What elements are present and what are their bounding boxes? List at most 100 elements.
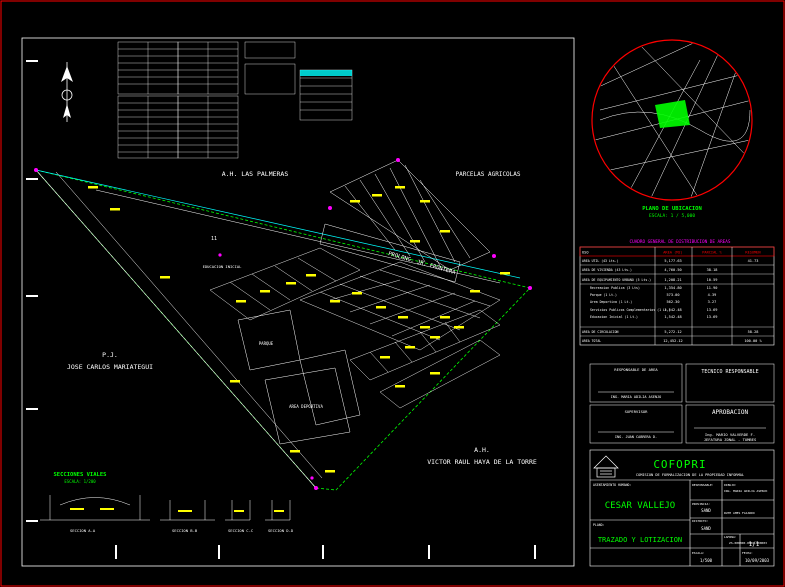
code-value: ZS-000000-0001-000003 <box>729 541 767 545</box>
neighbor-south-1: A.H. <box>474 446 490 454</box>
section-label-d: SECCION D-D <box>268 528 294 533</box>
neighbor-north: A.H. LAS PALMERAS <box>222 170 289 178</box>
sig-box4-name2: JEFATURA ZONAL - TUMBES <box>704 437 757 442</box>
areas-table-cell: AREA UTIL (43 Lts.) <box>582 259 619 263</box>
sig-box1-title: RESPONSABLE DE AREA <box>614 367 658 372</box>
street-axis-west <box>35 169 317 489</box>
areas-table-cell: AREA TOTAL <box>582 339 601 343</box>
location-map <box>591 39 753 201</box>
neighbor-northeast: PARCELAS AGRICOLAS <box>455 171 520 178</box>
areas-table-cell: AREA DE CIRCULACION <box>582 330 619 334</box>
lot-dimension-labels <box>88 186 510 473</box>
areas-table-cell: Parque (1 Lt.) <box>590 293 617 297</box>
education-label: EDUCACION INICIAL <box>203 264 243 269</box>
areas-table-cell: 562.30 <box>667 300 680 304</box>
site-plan: A.H. LAS PALMERAS PARCELAS AGRICOLAS P.J… <box>34 158 537 533</box>
sig-box4-title: APROBACION <box>712 409 749 416</box>
location-site-marker <box>655 100 690 128</box>
date-value: 10/09/2003 <box>745 558 770 563</box>
district-value: SAND <box>701 526 711 531</box>
sig-box1-name: ING. MARIA ADILIA ASENJO <box>611 395 662 399</box>
park-label: PARQUE <box>259 341 274 346</box>
settlement-name: CESAR VALLEJO <box>605 501 675 511</box>
sig-box3-title: SUPERVISOR <box>625 409 649 414</box>
areas-table-header: AREA (M2) <box>663 251 682 255</box>
areas-table-cell: 573.00 <box>667 293 680 297</box>
lots-north-band <box>329 159 491 271</box>
areas-table-cell: 10.59 <box>707 278 718 282</box>
street-prolong-frontera <box>319 223 461 283</box>
sig-box2-title: TECNICO RESPONSABLE <box>701 369 758 375</box>
areas-table-cell: 38.18 <box>707 268 718 272</box>
areas-table-header: USO <box>582 251 589 255</box>
neighbor-west-1: P.J. <box>102 351 118 359</box>
responsible-name: ING. MARIA ADILIA ASENJO <box>724 489 768 493</box>
reviewed-name: RUTH AMES FAJARDO <box>724 511 755 515</box>
areas-table-cell: 1,354.80 <box>664 286 681 290</box>
section-label-b: SECCION B-B <box>172 528 198 533</box>
scale-value: 1/500 <box>700 558 713 563</box>
sections-scale: ESCALA: 1/200 <box>64 479 96 484</box>
areas-table-cell: Recreacion Publica (3 Lts) <box>590 286 640 290</box>
areas-table-cell: 11.90 <box>707 286 718 290</box>
road-section-dims <box>70 508 284 512</box>
responsible-label: RESPONSABLE: <box>692 483 714 487</box>
section-label-c: SECCION C-C <box>228 528 253 533</box>
areas-table-cell: 58.28 <box>748 330 759 334</box>
sheet-label: LAMINA: <box>724 535 737 539</box>
areas-table: CUADRO GENERAL DE DISTRIBUCION DE AREAS … <box>579 239 775 346</box>
coord-table-header <box>300 70 352 76</box>
vertex-markers <box>34 158 532 490</box>
areas-table-title: CUADRO GENERAL DE DISTRIBUCION DE AREAS <box>630 239 731 245</box>
areas-table-cell: 13.69 <box>707 315 718 319</box>
areas-table-cell: 5,272.12 <box>664 330 681 334</box>
sig-box3-name: ING. JUAN CABRERA D. <box>615 435 657 439</box>
property-boundary <box>34 169 531 491</box>
areas-table-cell: Area Deportiva (1 Lt.) <box>590 300 632 304</box>
sig-box4-name1: Ing. MARIO VALVERDE F. <box>705 432 755 437</box>
areas-table-cell: 5,177.63 <box>664 259 681 263</box>
areas-table-cell: 41.73 <box>748 259 759 263</box>
plan-name: TRAZADO Y LOTIZACION <box>598 536 682 544</box>
cofopri-logo-icon <box>593 455 619 478</box>
inner-frame <box>21 37 575 567</box>
grid-ticks <box>26 60 536 559</box>
street-axis-north <box>35 169 521 279</box>
areas-table-cell: Educacion Inicial (1 Lt.) <box>590 315 638 319</box>
block-number: 11 <box>211 236 217 242</box>
areas-table-cell: 13.69 <box>707 308 718 312</box>
district-label: DISTRITO: <box>692 519 708 523</box>
areas-table-header: PARCIAL % <box>702 251 722 255</box>
plan-label: PLANO: <box>593 523 605 527</box>
province-label: PROVINCIA: <box>692 502 710 506</box>
coordinate-tables <box>117 41 353 159</box>
province-value: SAND <box>701 508 711 513</box>
sheet-value: 1/1 <box>749 541 760 548</box>
title-block <box>589 449 775 567</box>
areas-table-cell: AREA DE EQUIPAMIENTO URBANO (5 Lts.) <box>582 278 651 282</box>
draw-label: DIBUJO: <box>724 483 737 487</box>
areas-table-cell: 1,208.21 <box>664 278 681 282</box>
section-label-a: SECCION A-A <box>70 528 96 533</box>
areas-table-cell: AREA DE VIVIENDA (43 Lts.) <box>582 268 632 272</box>
lots-central-blocks <box>209 247 501 409</box>
date-label: FECHA: <box>742 551 753 555</box>
areas-table-cell: 1,542.48 <box>664 308 681 312</box>
signature-boxes <box>589 363 775 444</box>
sport-area-label: AREA DEPORTIVA <box>289 404 323 409</box>
areas-table-cell: 100.00 % <box>744 339 762 343</box>
areas-table-cell: Servicios Publicos Complementarios (1 Lt… <box>590 308 671 312</box>
neighbor-west-2: JOSE CARLOS MARIATEGUI <box>67 363 153 371</box>
settlement-label: ASENTAMIENTO HUMANO: <box>593 483 631 487</box>
road-sections <box>40 495 291 521</box>
scale-label: ESCALA: <box>692 551 705 555</box>
location-scale: ESCALA: 1 / 5,000 <box>649 213 695 219</box>
org-full-name: COMISION DE FORMALIZACION DE LA PROPIEDA… <box>636 473 744 477</box>
org-name: COFOPRI <box>653 458 706 471</box>
sport-area <box>264 367 351 445</box>
areas-table-cell: 4.39 <box>708 293 717 297</box>
park-area <box>237 309 301 371</box>
sections-title: SECCIONES VIALES <box>54 472 107 478</box>
